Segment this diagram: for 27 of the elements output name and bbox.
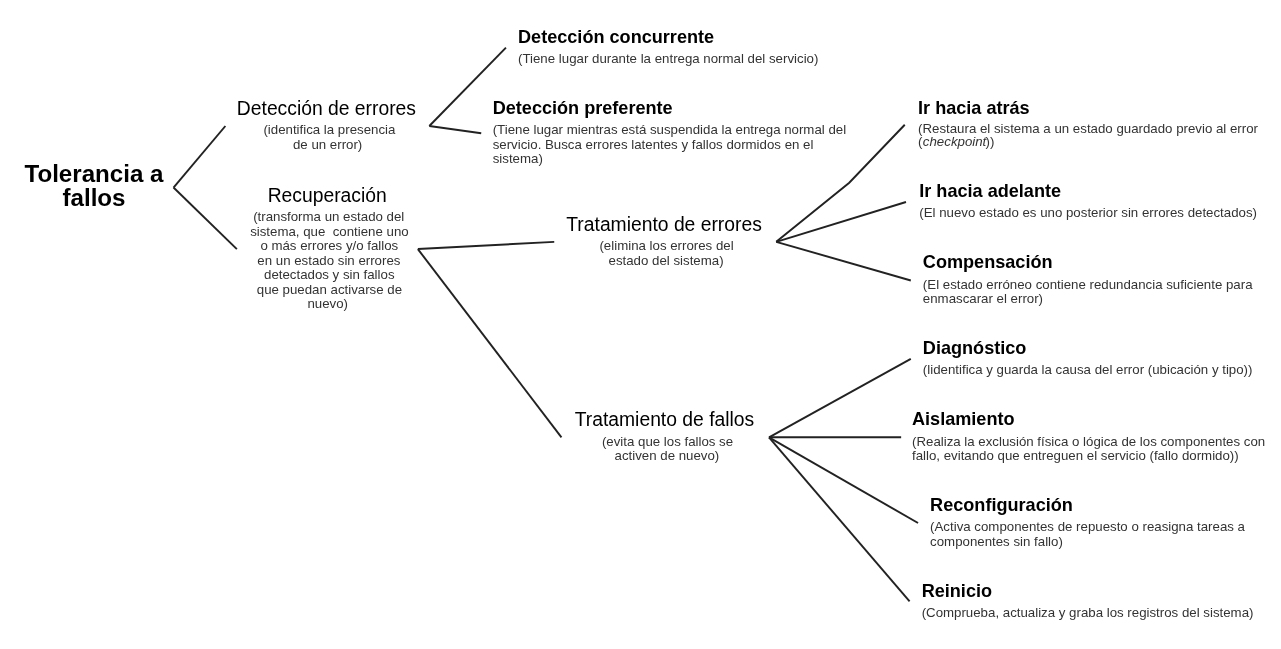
connector (416, 240, 556, 251)
node-text: Tratamiento de fallos (evita que los fallos se activen de nuevo) (574, 409, 755, 464)
node-text: Reconfiguración (Activa componentes de repuesto o reasigna tareas a componentes sin fallo) (930, 494, 1245, 549)
connector (775, 123, 906, 243)
connector (416, 248, 563, 439)
node-text: Detección de errores (identifica la presencia de un error) (236, 97, 416, 152)
node-text: Ir hacia adelante (El nuevo estado es uno posterior sin errores detectados) (919, 181, 1257, 221)
connector (428, 125, 483, 135)
node-text: Tratamiento de errores (elimina los errores del estado del sistema) (566, 213, 762, 268)
connector (775, 201, 907, 243)
connector (768, 357, 912, 439)
connector (775, 240, 912, 282)
node-text: Detección concurrente (Tiene lugar durante la entrega normal del servicio) (518, 26, 819, 67)
connector (768, 436, 903, 439)
node-text: Detección preferente (Tiene lugar mientras está suspendida la entrega normal del servicio. Busca errores latentes y fallos dormidos en el sistema) (492, 97, 847, 167)
connector (172, 186, 238, 251)
node-text: Compensación (El estado erróneo contiene redundancia suficiente para enmascarar el error) (922, 252, 1253, 307)
node-text: Recuperación (transforma un estado del sistema, que contiene uno o más errores y/o fallos en un estado sin errores detectados y sin fallos que puedan activarse de nuevo) (250, 184, 409, 311)
connector (768, 436, 911, 603)
node-text: Diagnóstico (lidentifica y guarda la causa del error (ubicación y tipo)) (922, 338, 1253, 378)
connector (428, 46, 507, 127)
node-text: Ir hacia atrás (Restaura el sistema a un estado guardado previo al error (checkpoint)) (918, 97, 1258, 150)
connector (172, 125, 227, 189)
node-text: Reinicio (Comprueba, actualiza y graba los registros del sistema) (921, 580, 1254, 620)
node-text: Aislamiento (Realiza la exclusión física o lógica de los componentes con fallo, evitando que entreguen el servicio (fallo dormido)) (912, 409, 1266, 464)
connector (768, 436, 919, 524)
node-text: Tolerancia a fallos (24, 159, 164, 211)
